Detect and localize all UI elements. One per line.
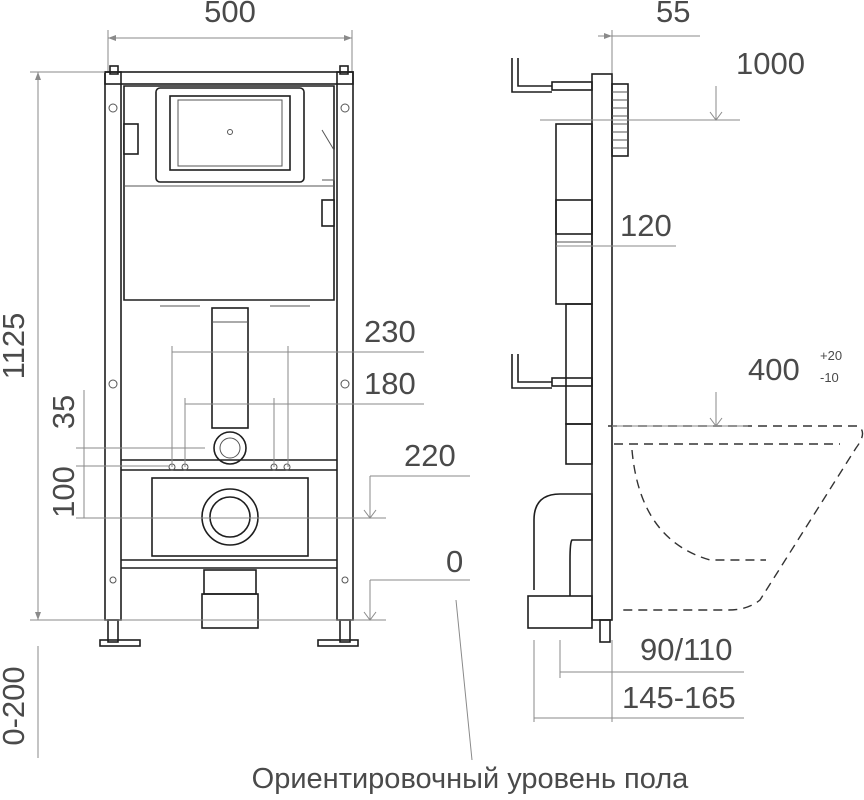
- depth-label: 55: [656, 0, 690, 29]
- width-label: 500: [204, 0, 256, 29]
- dim-220-label: 220: [404, 438, 456, 473]
- level-1000-label: 1000: [736, 46, 805, 81]
- dim-35-label: 35: [46, 395, 81, 429]
- floor-level-caption: Ориентировочный уровень пола: [252, 763, 690, 795]
- side-view: [511, 30, 864, 722]
- cistern: [123, 85, 335, 307]
- level-markers-front: [363, 475, 470, 621]
- dim-100-label: 100: [46, 466, 81, 518]
- dim-230-label: 230: [364, 314, 416, 349]
- floor-leader: [455, 599, 473, 761]
- legs-range-label: 0-200: [0, 666, 31, 745]
- dim-120-label: 120: [620, 208, 672, 243]
- height-label: 1125: [0, 313, 31, 380]
- flush-pipe: [211, 307, 249, 465]
- dim-90-110-label: 90/110: [640, 632, 733, 667]
- width-dimension: [107, 30, 353, 72]
- dim-145-165-label: 145-165: [622, 680, 736, 715]
- dim-180-label: 180: [364, 366, 416, 401]
- mounting-studs: [168, 463, 291, 471]
- stud-dimensions: [171, 346, 424, 467]
- height-dimension: [30, 71, 386, 758]
- toilet-bowl-outline: [608, 425, 864, 611]
- tolerance-minus: -10: [820, 370, 839, 385]
- front-view: [30, 30, 473, 761]
- legs: [99, 619, 359, 647]
- dim-0-label: 0: [446, 544, 463, 579]
- drain-outlet: [151, 477, 309, 629]
- vertical-offsets: [76, 390, 386, 519]
- tolerance-plus: +20: [820, 348, 842, 363]
- level-400-label: 400: [748, 352, 800, 387]
